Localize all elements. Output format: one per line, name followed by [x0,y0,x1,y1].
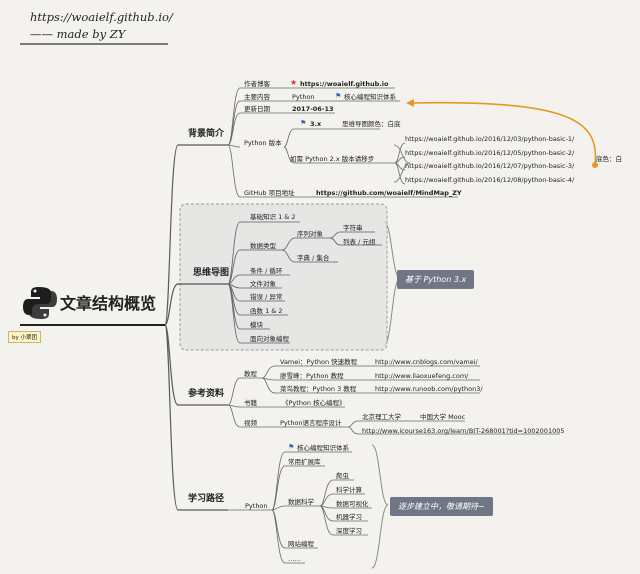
blog-link-1[interactable]: https://woaielf.github.io/2016/12/03/pyt… [405,135,575,143]
star-icon: ★ [290,78,298,87]
path-data-science[interactable]: 数据科学 [288,498,314,506]
mm-oop[interactable]: 面向对象编程 [250,335,289,343]
content-key: 主要内容 [244,93,270,101]
flag-icon: ⚑ [288,443,295,451]
mm-summary-note: 基于 Python 3.x [397,270,475,289]
path-more: …… [288,555,301,563]
path-ds-visualization[interactable]: 数据可视化 [336,500,369,508]
author-badge: by 小翠团 [8,331,41,343]
blog-link-3[interactable]: https://woaielf.github.io/2016/12/07/pyt… [405,162,575,170]
mm-sequence[interactable]: 序列对象 [297,230,323,238]
ref-tutorial-3: 菜鸟教程：Python 3 教程 [280,385,357,393]
path-ds-scientific[interactable]: 科学计算 [336,486,362,494]
branch-references[interactable]: 参考资料 [188,389,225,399]
ref-tutorial-1: Vamei：Python 快速教程 [280,358,358,366]
ref-book: 《Python 核心编程》 [282,399,346,407]
ref-tutorial-2-link[interactable]: http://www.liaoxuefeng.com/ [375,372,469,380]
mm-dict-set[interactable]: 字典 / 集合 [297,254,330,262]
header-made-by: —— made by ZY [30,27,126,41]
mm-basics[interactable]: 基础知识 1 & 2 [250,213,296,221]
ref-video-school: 北京理工大学 [362,413,401,421]
ref-video-link[interactable]: http://www.icourse163.org/learn/BIT-2680… [362,427,565,435]
path-extensions[interactable]: 常用扩展库 [288,458,321,466]
ref-video: Python语言程序设计 [280,419,342,427]
blog-link-4[interactable]: https://woaielf.github.io/2016/12/08/pyt… [405,176,575,184]
python-logo-icon [23,287,57,319]
content-value-core: 核心编程知识体系 [344,93,396,101]
path-ds-crawler[interactable]: 爬虫 [336,472,349,480]
path-ds-ml[interactable]: 机器学习 [336,513,362,521]
date-key: 更新日期 [244,105,270,113]
github-link[interactable]: https://github.com/woaielf/MindMap_ZY [316,189,462,197]
github-key: GitHub 项目地址 [244,189,295,197]
flag-icon: ⚑ [300,119,307,127]
ref-video-platform: 中国大学 Mooc [420,413,466,421]
mm-list-tuple[interactable]: 列表 / 元组 [343,238,376,246]
path-python: Python [245,502,268,510]
ref-video-key: 视频 [244,419,257,427]
blog-link-2[interactable]: https://woaielf.github.io/2016/12/05/pyt… [405,149,575,157]
mm-modules[interactable]: 模块 [250,321,263,329]
path-summary-note: 逐步建立中，敬请期待~ [390,497,493,516]
mm-datatypes[interactable]: 数据类型 [250,242,276,250]
branch-background[interactable]: 背景简介 [188,129,225,139]
ref-books-key: 书籍 [244,399,257,407]
header-url[interactable]: https://woaielf.github.io/ [30,10,173,24]
version-key: Python 版本 [244,139,282,147]
path-core[interactable]: 核心编程知识体系 [297,444,349,452]
version-3x: 3.x [310,120,322,128]
author-key: 作者博客 [244,80,270,88]
ref-tutorial-2: 廖雪峰：Python 教程 [280,372,344,380]
version-2x-note: 如需 Python 2.x 版本请移步 [290,155,375,163]
mm-functions[interactable]: 函数 1 & 2 [250,307,283,315]
mm-string[interactable]: 字符串 [343,224,363,232]
date-value: 2017-06-13 [292,105,334,113]
branch-mindmap[interactable]: 思维导图 [193,268,230,278]
center-title: 文章结构概览 [60,294,157,313]
ref-tutorials-key: 教程 [244,370,257,378]
ref-tutorial-3-link[interactable]: http://www.runoob.com/python3/ [375,385,483,393]
flag-icon: ⚑ [335,92,342,100]
version-3x-note: 思维导图颜色：白底 [342,120,401,128]
color-note: 底色：白 [596,155,622,163]
branch-learning-path[interactable]: 学习路径 [188,494,225,504]
mm-condition-loop[interactable]: 条件 / 循环 [250,267,283,275]
author-link[interactable]: https://woaielf.github.io [300,80,389,88]
mm-error-exception[interactable]: 错误 / 异常 [250,293,283,301]
mm-file-object[interactable]: 文件对象 [250,280,276,288]
path-web[interactable]: 网站编程 [288,540,314,548]
path-ds-dl[interactable]: 深度学习 [336,527,362,535]
content-value-python: Python [292,93,315,101]
color-note-arrow [409,101,597,166]
ref-tutorial-1-link[interactable]: http://www.cnblogs.com/vamei/ [375,358,478,366]
mindmap-boundary-box [179,203,388,351]
